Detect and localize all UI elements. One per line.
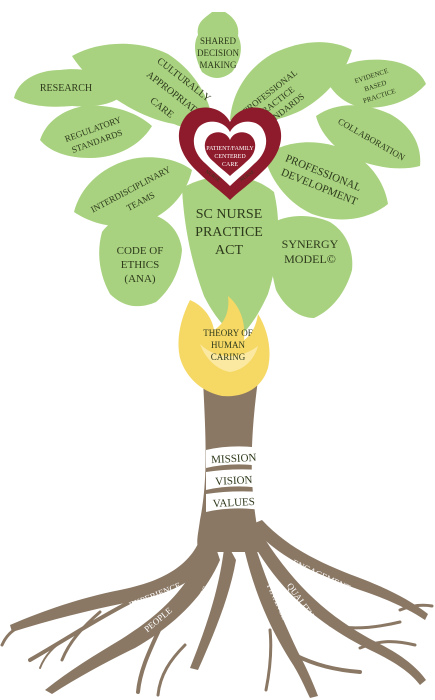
heart-label-1: PATIENT/FAMILY xyxy=(206,146,254,152)
band-label-mission: MISSION xyxy=(211,452,257,466)
leaf-sc-nurse-practice-act xyxy=(182,176,279,338)
label-ethics: ETHICS xyxy=(121,259,160,271)
leaf-synergy-model xyxy=(270,216,353,318)
label-model: MODEL© xyxy=(284,252,336,266)
leaves xyxy=(14,12,426,338)
label-sc-act: ACT xyxy=(215,243,243,258)
leaf-code-of-ethics xyxy=(99,213,182,307)
leaf-professional-practice-standards xyxy=(230,42,352,123)
band-vision xyxy=(206,469,262,490)
flame: THEORY OF HUMAN CARING xyxy=(178,296,270,397)
label-research: RESEARCH xyxy=(40,83,92,94)
band-mission xyxy=(206,446,262,468)
trunk-bands: MISSION VISION VALUES xyxy=(206,446,262,512)
leaf-professional-development xyxy=(264,142,388,220)
leaf-culturally-appropriate-care xyxy=(72,43,212,128)
leaf-collaboration xyxy=(316,105,421,169)
band-values xyxy=(206,491,262,512)
flame-label-2: HUMAN xyxy=(211,340,246,350)
label-sc-nurse: SC NURSE xyxy=(196,207,263,222)
label-decision: DECISION xyxy=(197,48,239,58)
heart: PATIENT/FAMILY CENTERED CARE NURSE NURSE xyxy=(178,107,282,200)
label-ana: (ANA) xyxy=(124,273,155,285)
leaf-interdisciplinary-teams xyxy=(74,157,192,227)
leaf-regulatory-standards xyxy=(40,105,152,158)
heart-label-2: CENTERED xyxy=(214,154,246,160)
label-code-of: CODE OF xyxy=(117,245,164,257)
band-label-vision: VISION xyxy=(215,474,253,488)
roots xyxy=(0,520,434,698)
flame-label-3: CARING xyxy=(211,352,246,362)
flame-shape xyxy=(178,296,270,397)
flame-label-1: THEORY OF xyxy=(203,328,252,338)
band-label-values: VALUES xyxy=(213,496,256,510)
label-synergy: SYNERGY xyxy=(282,237,339,251)
label-making: MAKING xyxy=(200,60,237,70)
label-sc-practice: PRACTICE xyxy=(195,225,263,240)
label-shared: SHARED xyxy=(200,36,237,46)
heart-label-3: CARE xyxy=(222,162,238,168)
heart-core xyxy=(204,132,256,176)
flame-highlight xyxy=(200,344,258,372)
leaf-evidence-based-practice xyxy=(325,59,426,108)
leaf-shared-decision-making xyxy=(195,12,241,78)
